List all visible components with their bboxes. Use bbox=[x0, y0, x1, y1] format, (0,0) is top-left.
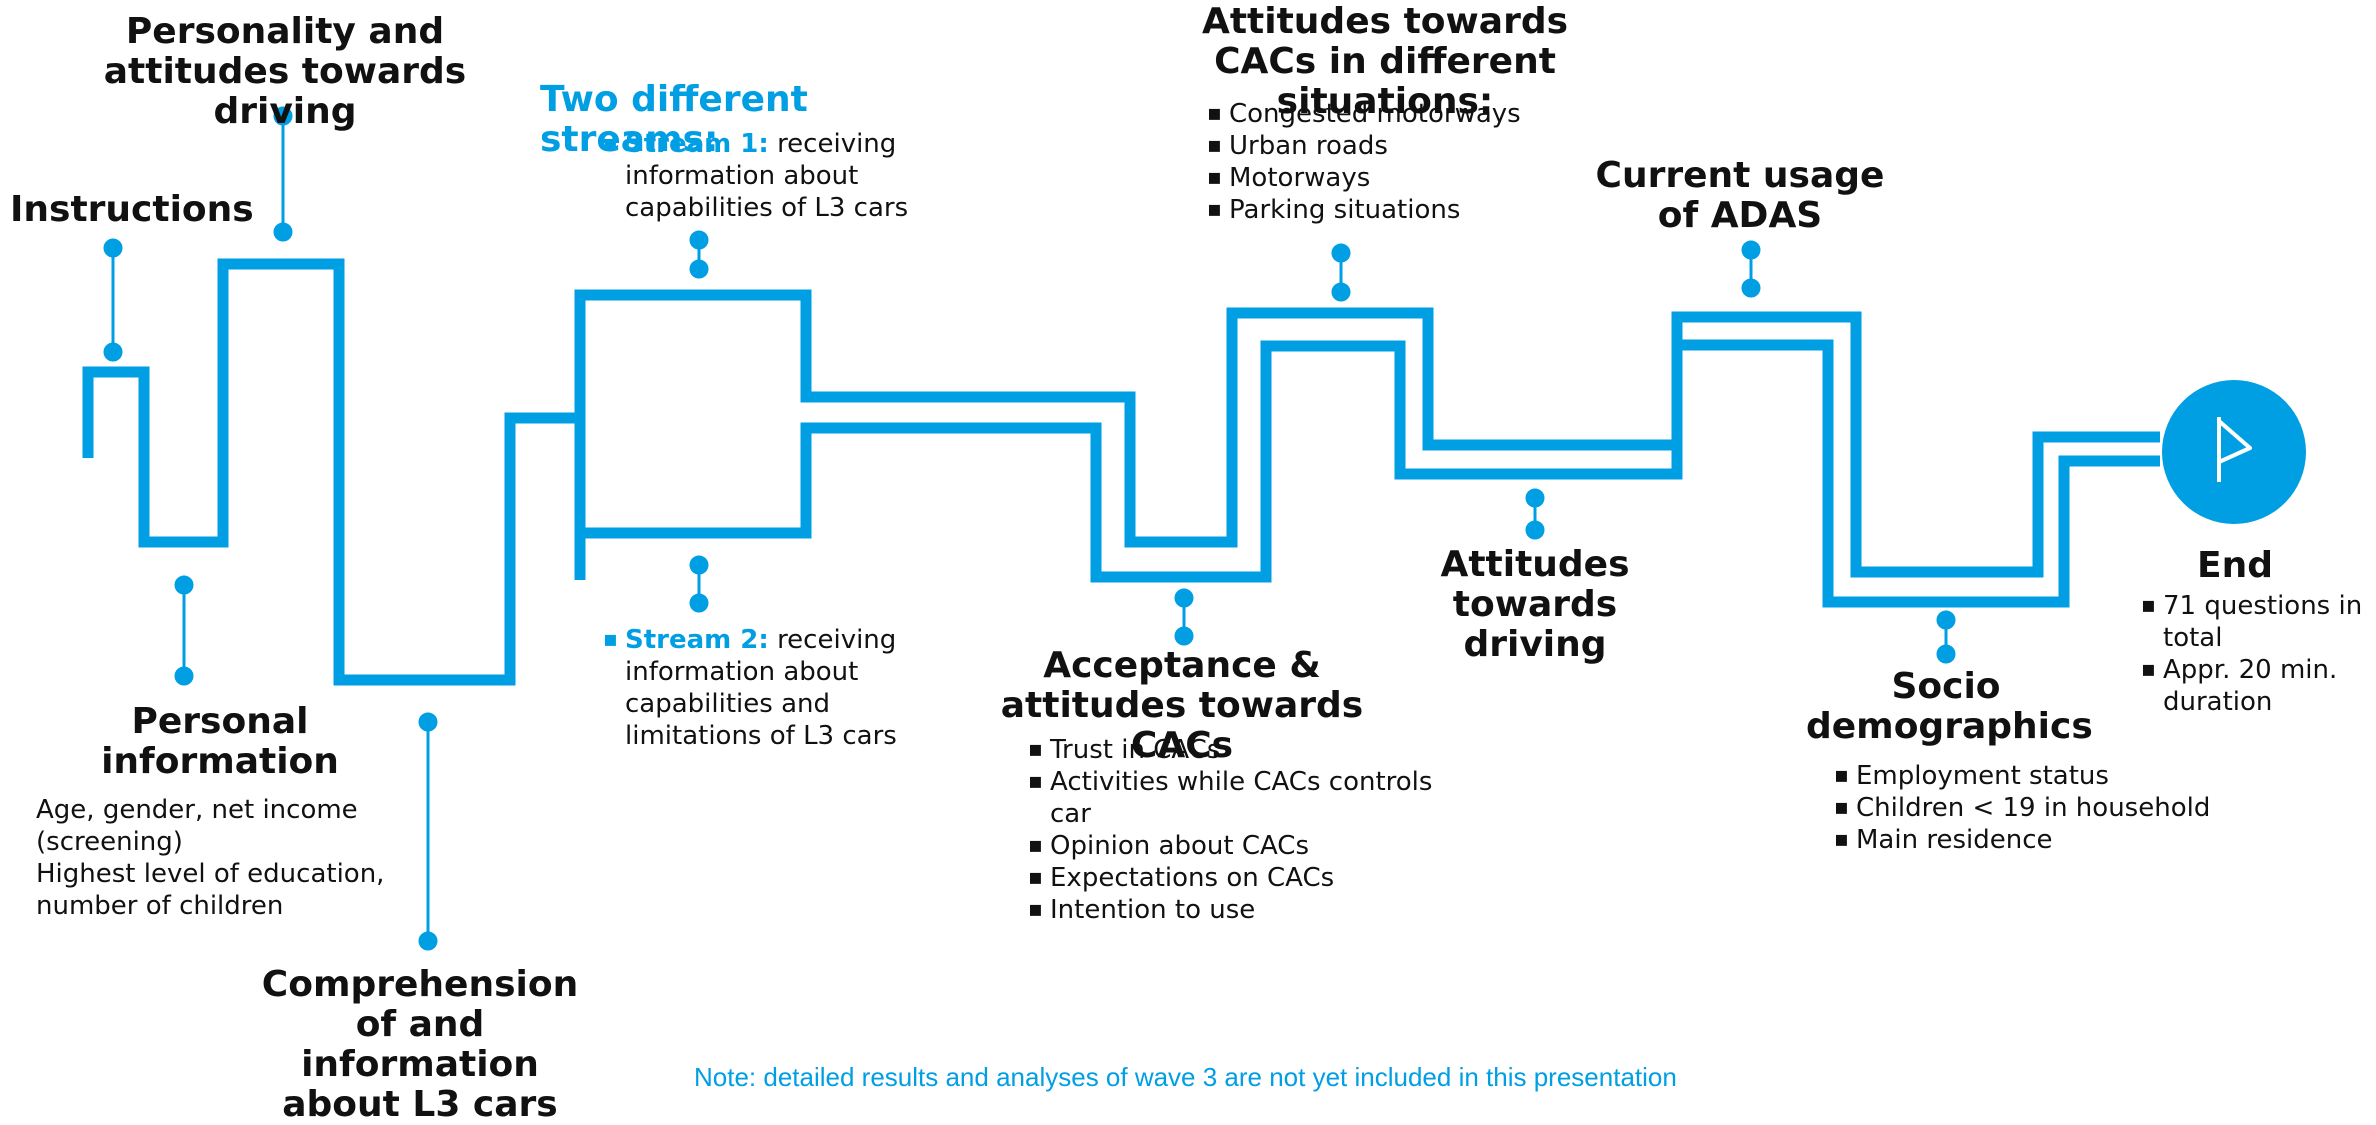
label-personal-information: Personal information bbox=[101, 701, 339, 782]
survey-flow-diagram bbox=[82, 106, 2306, 951]
flow-path-lower bbox=[580, 339, 2160, 608]
situations-list: Congested motorways Urban roads Motorway… bbox=[1207, 98, 1567, 226]
marker-dot bbox=[103, 342, 123, 362]
stream2-label: Stream 2: bbox=[625, 625, 769, 655]
stream2-block: Stream 2: receiving information about ca… bbox=[603, 624, 933, 752]
marker-dot bbox=[1525, 488, 1545, 508]
label-personality: Personality and attitudes towards drivin… bbox=[103, 11, 467, 132]
label-end: End bbox=[2197, 545, 2273, 586]
personal-info-line: Age, gender, net income (screening) bbox=[36, 795, 358, 857]
label-instructions: Instructions bbox=[10, 189, 254, 230]
marker-dot bbox=[174, 666, 194, 686]
marker-dot bbox=[273, 106, 293, 126]
situation-item: Urban roads bbox=[1207, 130, 1567, 162]
marker-dot bbox=[103, 238, 123, 258]
socio-item: Main residence bbox=[1834, 824, 2254, 856]
stream1-text: receiving information about capabilities… bbox=[625, 129, 909, 223]
end-list: 71 questions in total Appr. 20 min. dura… bbox=[2141, 590, 2366, 718]
socio-item: Children < 19 in household bbox=[1834, 792, 2254, 824]
stream2-text: receiving information about capabilities… bbox=[625, 625, 897, 751]
marker-dot bbox=[1741, 278, 1761, 298]
marker-dot bbox=[1174, 626, 1194, 646]
marker-dot bbox=[273, 222, 293, 242]
end-circle bbox=[2162, 380, 2306, 524]
marker-dot bbox=[1741, 240, 1761, 260]
acceptance-item: Expectations on CACs bbox=[1028, 862, 1448, 894]
marker-dot bbox=[1936, 610, 1956, 630]
marker-dot bbox=[1331, 282, 1351, 302]
marker-dot bbox=[689, 593, 709, 613]
stream1-block: Stream 1: receiving information about ca… bbox=[603, 128, 933, 224]
socio-item: Employment status bbox=[1834, 760, 2254, 792]
label-attitudes-driving: Attitudes towards driving bbox=[1440, 544, 1630, 665]
marker-dot bbox=[1525, 520, 1545, 540]
stream1-item: Stream 1: receiving information about ca… bbox=[603, 128, 933, 224]
situation-item: Congested motorways bbox=[1207, 98, 1567, 130]
end-item: Appr. 20 min. duration bbox=[2141, 654, 2366, 718]
marker-dot bbox=[689, 230, 709, 250]
marker-dot bbox=[1174, 588, 1194, 608]
marker-dot bbox=[1331, 243, 1351, 263]
situation-item: Motorways bbox=[1207, 162, 1567, 194]
end-item: 71 questions in total bbox=[2141, 590, 2366, 654]
marker-dot bbox=[689, 259, 709, 279]
acceptance-list: Trust in CACs Activities while CACs cont… bbox=[1028, 734, 1448, 926]
stream1-label: Stream 1: bbox=[625, 129, 769, 159]
acceptance-item: Opinion about CACs bbox=[1028, 830, 1448, 862]
marker-dot bbox=[174, 575, 194, 595]
personal-info-details: Age, gender, net income (screening) High… bbox=[36, 794, 416, 922]
label-socio-demographics: Socio demographics bbox=[1806, 666, 2093, 747]
marker-dot bbox=[1936, 644, 1956, 664]
footnote: Note: detailed results and analyses of w… bbox=[694, 1062, 1677, 1092]
label-comprehension: Comprehension of and information about L… bbox=[261, 964, 579, 1125]
situation-item: Parking situations bbox=[1207, 194, 1567, 226]
acceptance-item: Intention to use bbox=[1028, 894, 1448, 926]
label-adas: Current usage of ADAS bbox=[1595, 155, 1885, 236]
stream2-item: Stream 2: receiving information about ca… bbox=[603, 624, 933, 752]
marker-dot bbox=[689, 555, 709, 575]
personal-info-line: Highest level of education, number of ch… bbox=[36, 859, 385, 921]
flag-icon bbox=[2217, 417, 2252, 482]
marker-dot bbox=[418, 712, 438, 732]
acceptance-item: Activities while CACs controls car bbox=[1028, 766, 1448, 830]
flow-path-main bbox=[82, 258, 2160, 686]
socio-list: Employment status Children < 19 in house… bbox=[1834, 760, 2254, 856]
acceptance-item: Trust in CACs bbox=[1028, 734, 1448, 766]
marker-dot bbox=[418, 931, 438, 951]
